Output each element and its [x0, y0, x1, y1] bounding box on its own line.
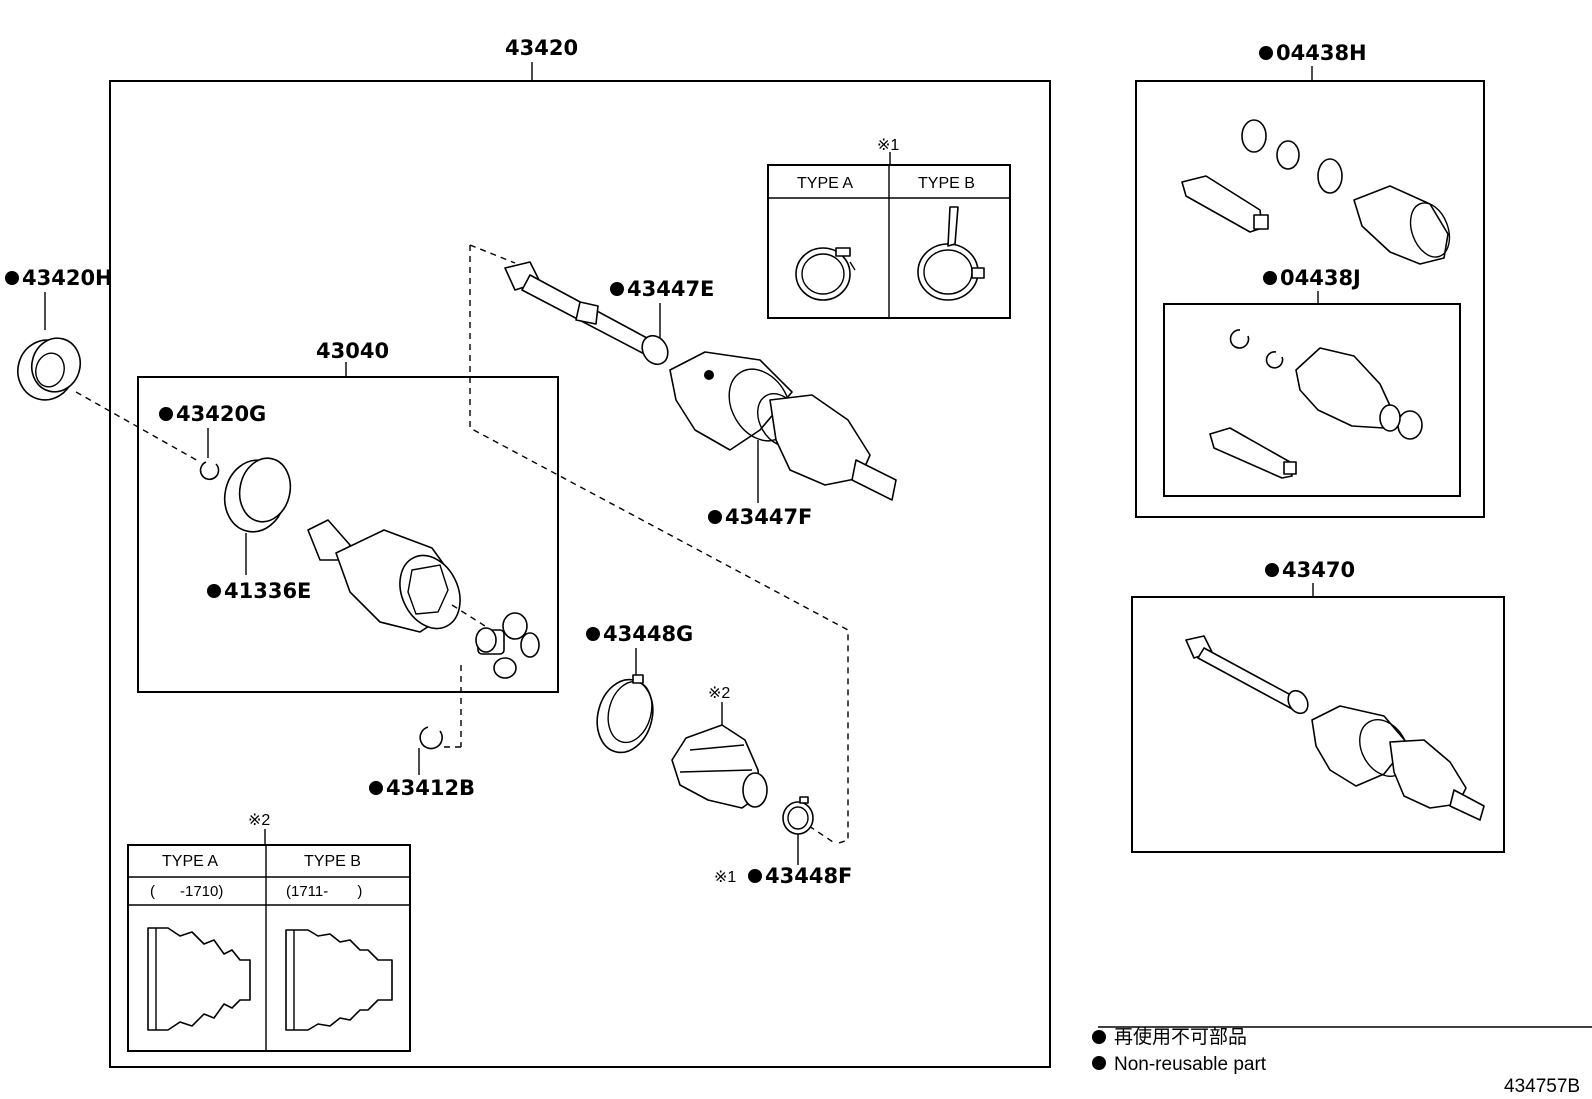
part-43412B-ring[interactable]	[419, 726, 443, 750]
label-41336E[interactable]: 41336E	[224, 579, 311, 603]
part-43448F-clamp[interactable]	[782, 796, 814, 835]
main-assembly-frame	[109, 80, 1051, 1068]
label-43447E[interactable]: 43447E	[627, 277, 714, 301]
inset2-range-b: (1711- )	[286, 883, 362, 900]
label-43420H[interactable]: 43420H	[22, 266, 113, 290]
diagram-id: 434757B	[1504, 1076, 1580, 1097]
label-43420G[interactable]: 43420G	[176, 402, 266, 426]
label-04438J[interactable]: 04438J	[1280, 266, 1361, 290]
inset2-range-a: ( -1710)	[150, 883, 223, 900]
clamp-type-a-drawing	[795, 247, 856, 301]
shaft-assy-43470-drawing[interactable]	[1185, 635, 1485, 821]
drive-shaft-assembly[interactable]	[504, 261, 897, 501]
boot-type-a-drawing	[147, 927, 251, 1031]
label-43412B[interactable]: 43412B	[386, 776, 475, 800]
label-43040[interactable]: 43040	[316, 339, 389, 363]
part-43420H-seal[interactable]	[11, 333, 86, 407]
boot-type-b-drawing	[285, 929, 393, 1031]
inset2-type-b: TYPE B	[304, 853, 361, 870]
label-43448F[interactable]: 43448F	[765, 864, 852, 888]
clamp-type-b-drawing	[917, 206, 985, 301]
inset-boot-types	[127, 844, 411, 1052]
kit-04438H-parts[interactable]	[1181, 119, 1456, 265]
kit-04438J-parts[interactable]	[1209, 329, 1423, 479]
inner-joint-frame	[137, 376, 559, 693]
note-ref1-inset: ※1	[877, 137, 899, 154]
note-ref2-inset: ※2	[248, 812, 270, 829]
label-43470[interactable]: 43470	[1282, 558, 1355, 582]
tripod-joint[interactable]	[475, 612, 540, 679]
kit-04438J-frame	[1163, 303, 1461, 497]
part-43448G-clamp[interactable]	[589, 673, 660, 758]
note-ref2-boot: ※2	[708, 685, 730, 702]
label-43420[interactable]: 43420	[505, 36, 578, 60]
part-43420G-ring[interactable]	[199, 461, 220, 481]
inset2-type-a: TYPE A	[162, 853, 218, 870]
inner-boot[interactable]	[671, 724, 768, 809]
part-41336E-ring[interactable]	[218, 454, 296, 538]
legend-japanese: 再使用不可部品	[1114, 1026, 1247, 1048]
kit-04438H-frame	[1135, 80, 1485, 518]
label-43447F[interactable]: 43447F	[725, 505, 812, 529]
legend-english: Non-reusable part	[1114, 1054, 1267, 1075]
inset1-type-a: TYPE A	[797, 175, 853, 192]
label-43448G[interactable]: 43448G	[603, 622, 693, 646]
shaft-assy-43470-frame	[1131, 596, 1505, 853]
label-04438H[interactable]: 04438H	[1276, 41, 1367, 65]
inset1-type-b: TYPE B	[918, 175, 975, 192]
note-ref1-43448F: ※1	[714, 869, 736, 886]
inner-joint-housing[interactable]	[307, 519, 471, 638]
